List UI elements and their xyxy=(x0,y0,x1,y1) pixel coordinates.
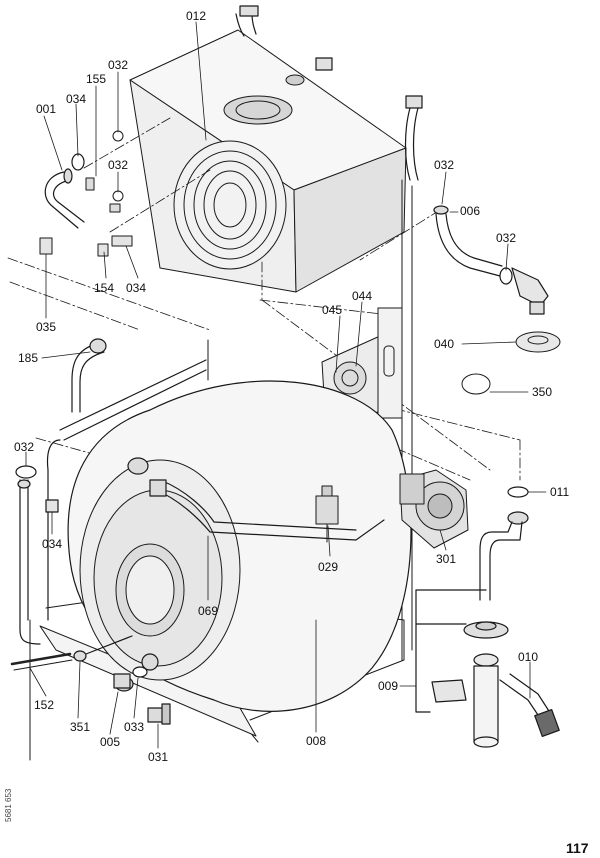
clip-parts-left xyxy=(39,130,133,257)
part-label-032-right: 032 xyxy=(434,158,455,172)
part-label-034-left: 034 xyxy=(42,537,63,551)
part-label-006: 006 xyxy=(460,204,481,218)
upper-pipes xyxy=(235,5,423,181)
part-label-155: 155 xyxy=(86,72,107,86)
disc-350 xyxy=(461,373,491,395)
part-label-032-right2: 032 xyxy=(496,231,517,245)
part-label-032-left: 032 xyxy=(14,440,35,454)
sensor-029 xyxy=(315,485,339,543)
document-number: 5681 653 xyxy=(4,788,13,822)
pipe-left-vertical xyxy=(15,465,59,645)
part-label-001: 001 xyxy=(36,102,57,116)
part-label-045: 045 xyxy=(322,303,343,317)
leader-lines xyxy=(25,21,547,749)
part-label-011: 011 xyxy=(550,485,570,499)
part-label-009: 009 xyxy=(378,679,399,693)
part-label-034-mid: 034 xyxy=(126,281,147,295)
pipe-006 xyxy=(433,205,549,315)
part-label-033: 033 xyxy=(124,720,145,734)
part-label-032-mid: 032 xyxy=(108,158,129,172)
part-label-034-top: 034 xyxy=(66,92,87,106)
part-label-029: 029 xyxy=(318,560,339,574)
part-label-351: 351 xyxy=(70,720,91,734)
heat-exchanger-housing xyxy=(129,29,407,293)
pipe-185 xyxy=(46,338,207,621)
part-label-008: 008 xyxy=(306,734,327,748)
part-label-350: 350 xyxy=(532,385,553,399)
part-label-154: 154 xyxy=(94,281,115,295)
drain-assembly xyxy=(415,486,560,748)
part-label-031: 031 xyxy=(148,750,169,764)
part-label-010: 010 xyxy=(518,650,539,664)
pipe-069 xyxy=(127,457,385,541)
part-label-044: 044 xyxy=(352,289,373,303)
part-label-185: 185 xyxy=(18,351,39,365)
storage-tank-008 xyxy=(67,380,412,712)
part-label-301: 301 xyxy=(436,552,457,566)
cap-040 xyxy=(515,331,561,353)
part-label-069: 069 xyxy=(198,604,219,618)
part-label-152: 152 xyxy=(34,698,55,712)
part-label-005: 005 xyxy=(100,735,121,749)
page-number: 117 xyxy=(566,840,589,856)
part-label-040: 040 xyxy=(434,337,455,351)
pump-301 xyxy=(399,469,469,549)
pipe-001 xyxy=(44,153,85,229)
part-label-032-top: 032 xyxy=(108,58,129,72)
part-label-012: 012 xyxy=(186,9,207,23)
bottom-fittings xyxy=(10,635,171,725)
part-label-035: 035 xyxy=(36,320,57,334)
